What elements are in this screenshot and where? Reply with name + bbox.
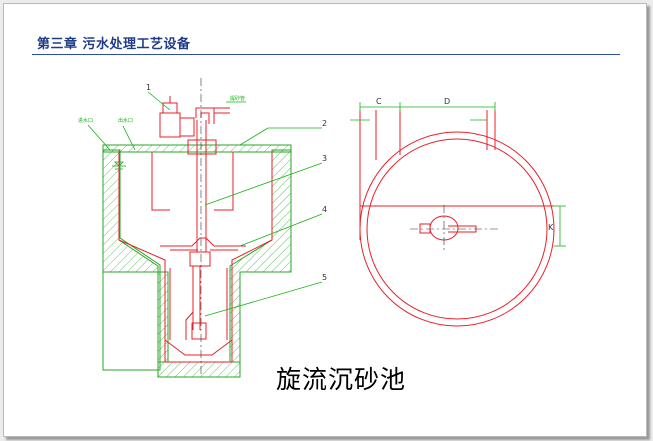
callout-2: 2 [322,119,327,128]
water-level [112,161,126,170]
callout-5: 5 [322,273,327,282]
callout-4: 4 [322,205,327,214]
section-view: 1 2 3 4 5 进水口 出水口 提砂管 [78,78,327,378]
central-shaft [185,120,211,340]
dim-c: C [376,97,382,106]
chapter-title: 第三章 污水处理工艺设备 [37,37,191,52]
title-rule [32,54,620,55]
diagram-caption: 旋流沉砂池 [276,365,407,394]
impeller [160,237,246,251]
callout-numbers: 1 2 3 4 5 [146,83,327,282]
label-left-b: 出水口 [118,117,133,124]
dim-d: D [444,97,450,106]
leader-lines [87,91,323,317]
callout-1: 1 [146,83,151,92]
plan-view: C D K [350,97,566,327]
small-labels: 进水口 出水口 提砂管 [78,95,245,124]
label-left-a: 进水口 [78,117,93,124]
dim-k: K [548,223,554,232]
drive-assembly [159,96,230,138]
tank-outline [118,139,273,363]
label-top-right: 提砂管 [230,95,245,102]
callout-3: 3 [322,154,327,163]
